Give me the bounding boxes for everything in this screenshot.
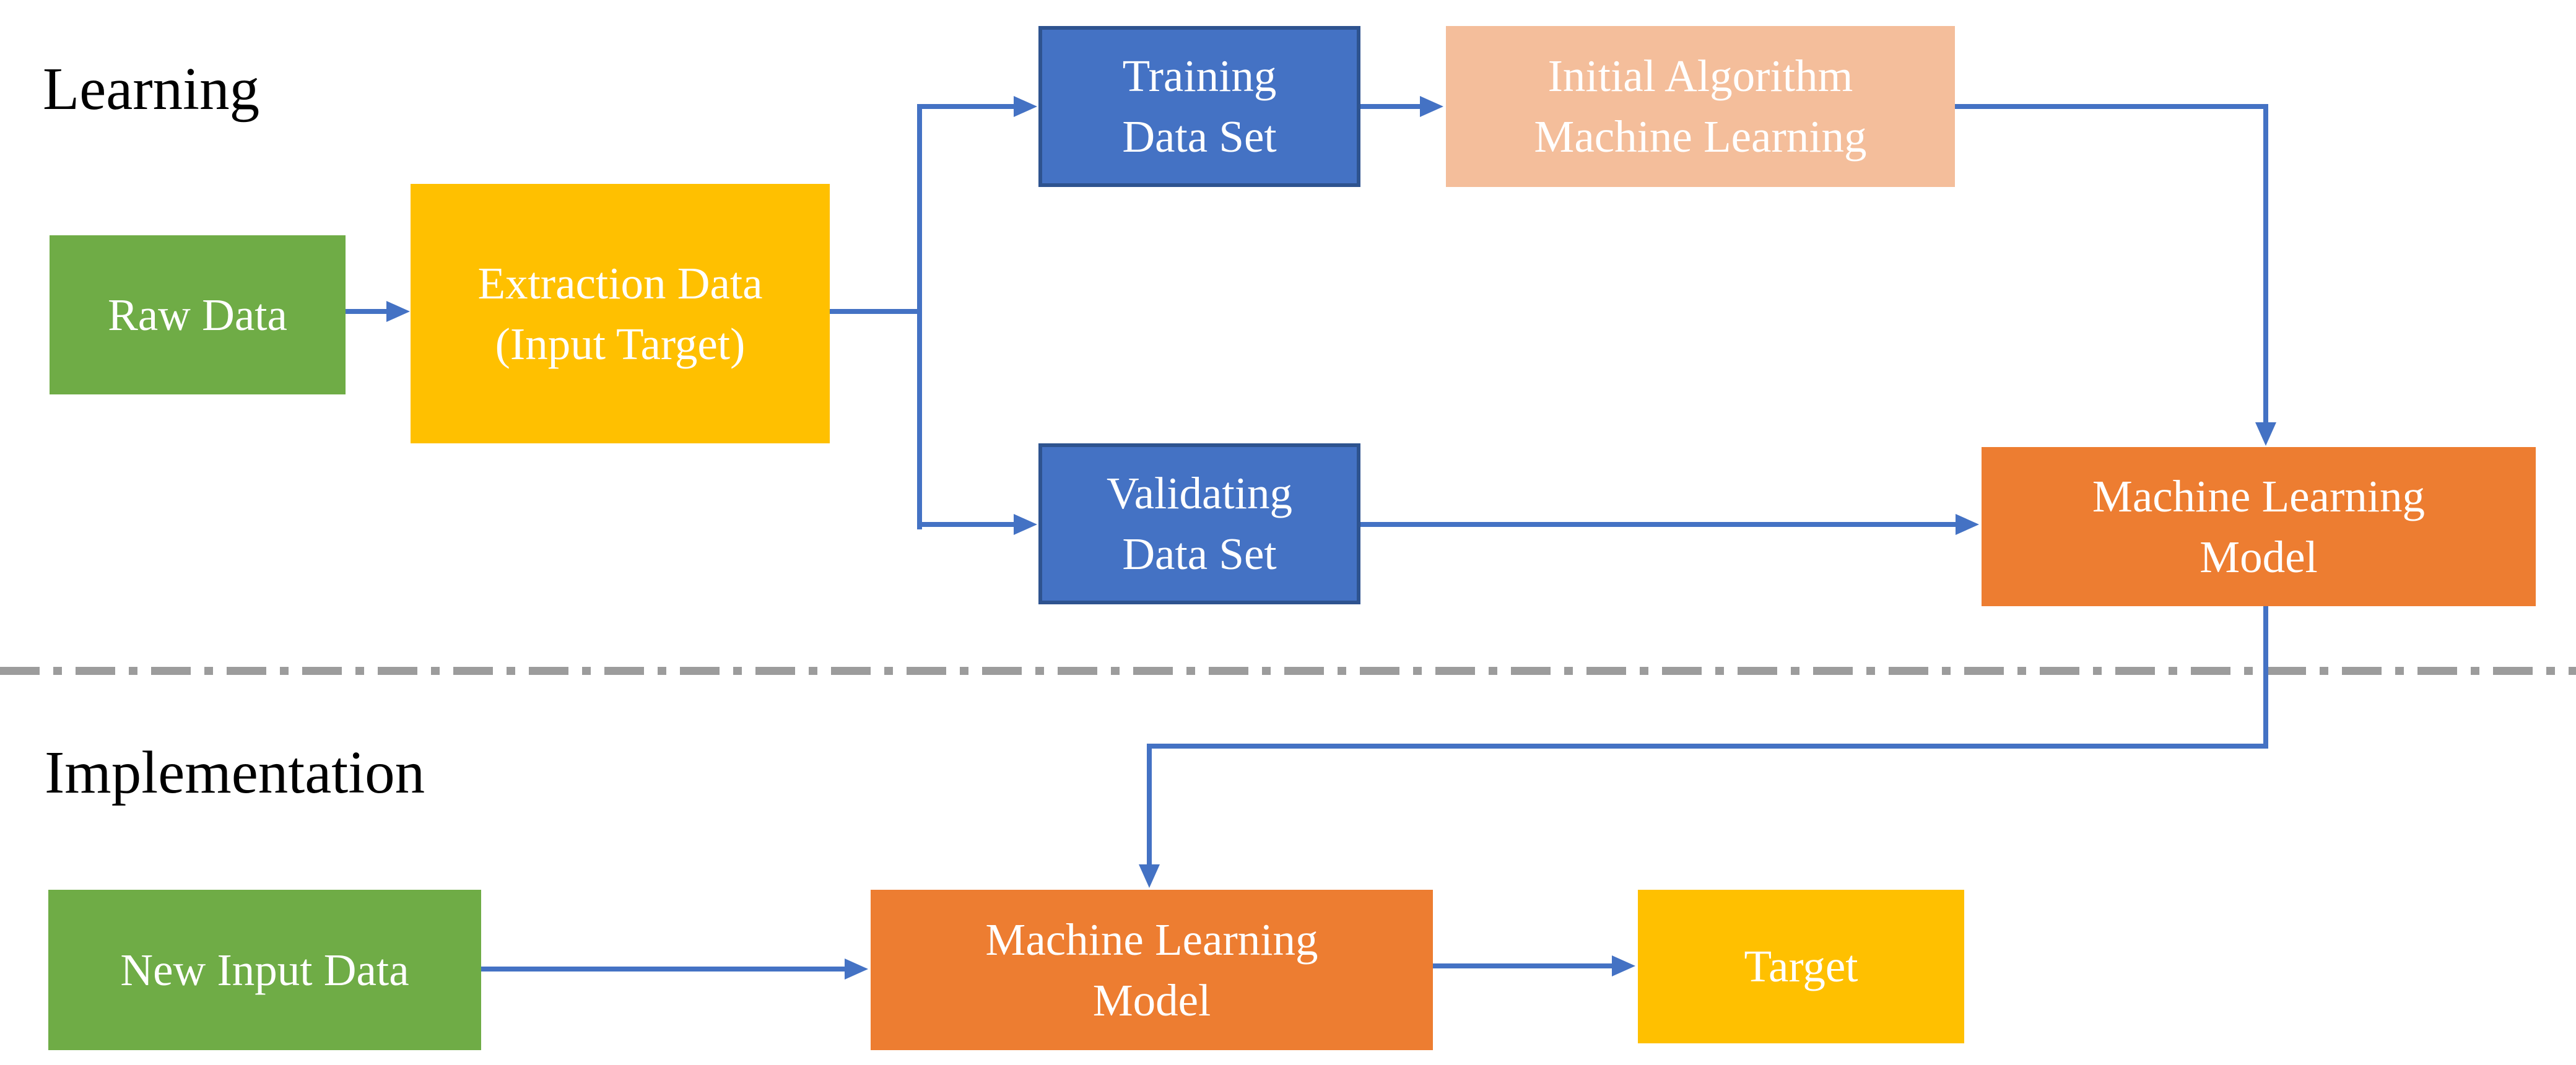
connector-rawdata-extraction [346,309,393,314]
arrowhead-mlmodel-target [1612,955,1635,976]
connector-into-mlmodel-impl-down [1147,744,1152,866]
connector-branch-vertical [917,104,922,529]
arrowhead-newinput-mlmodel [845,958,868,980]
extraction-data-label: Extraction Data (Input Target) [477,258,763,369]
ml-model-implementation-label: Machine Learning Model [985,914,1318,1025]
raw-data-label: Raw Data [108,289,287,340]
connector-initialalgorithm-down [2263,104,2268,425]
validating-data-set-box: Validating Data Set [1038,443,1360,604]
arrowhead-branch-validating [1014,514,1037,535]
raw-data-box: Raw Data [50,235,346,394]
target-label: Target [1744,941,1858,992]
connector-validating-mlmodel [1360,522,1957,527]
connector-cross-section-horizontal [1147,744,2268,749]
connector-mlmodel-exit-down [2263,606,2268,749]
connector-initialalgorithm-right [1955,104,2268,109]
connector-branch-training [917,104,1016,109]
arrowhead-rawdata-extraction [386,301,410,322]
initial-algorithm-box: Initial Algorithm Machine Learning [1446,26,1955,187]
ml-model-learning-label: Machine Learning Model [2092,471,2426,582]
training-data-set-box: Training Data Set [1038,26,1360,187]
connector-newinput-mlmodel [481,967,846,972]
connector-extraction-branch [830,309,922,314]
extraction-data-box: Extraction Data (Input Target) [411,184,830,443]
training-data-set-label: Training Data Set [1122,51,1277,162]
arrowhead-training-initialalgorithm [1420,96,1443,117]
new-input-data-box: New Input Data [48,890,481,1050]
section-divider-line [0,667,2576,675]
connector-mlmodel-target [1433,963,1613,968]
connector-branch-validating [917,522,1016,527]
implementation-section-label: Implementation [45,739,425,806]
ml-model-learning-box: Machine Learning Model [1982,447,2536,606]
arrowhead-validating-mlmodel [1956,514,1979,535]
arrowhead-into-mlmodel-impl-top [1139,864,1160,888]
arrowhead-branch-training [1014,96,1037,117]
validating-data-set-label: Validating Data Set [1106,468,1293,579]
learning-section-label: Learning [43,56,260,122]
new-input-data-label: New Input Data [120,944,409,995]
arrowhead-into-mlmodel-learning-top [2255,422,2276,446]
ml-model-implementation-box: Machine Learning Model [871,890,1433,1050]
initial-algorithm-label: Initial Algorithm Machine Learning [1534,51,1867,162]
target-box: Target [1638,890,1964,1043]
connector-training-initialalgorithm [1360,104,1422,109]
